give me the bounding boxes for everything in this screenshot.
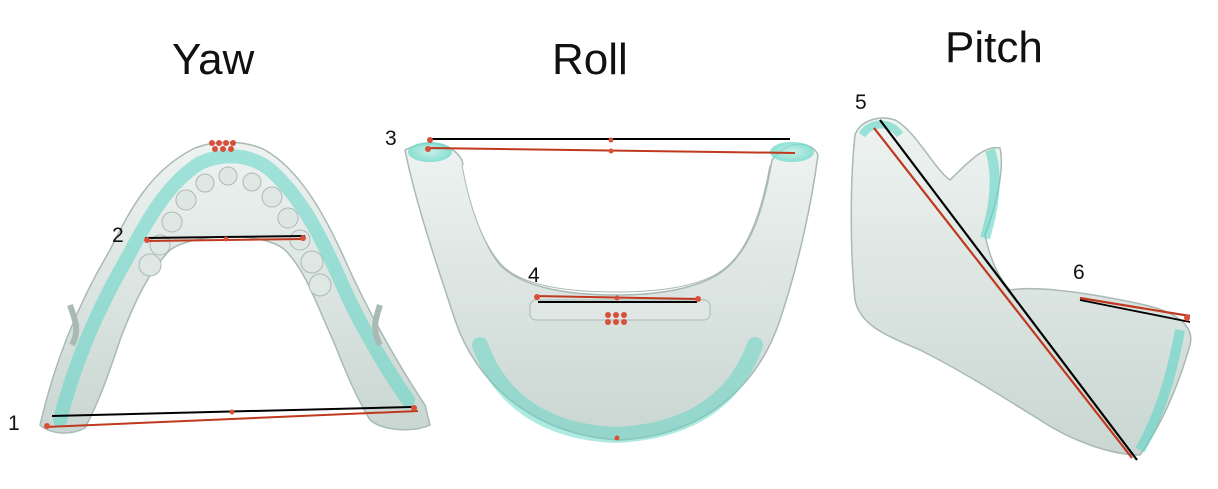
marker-4: 4 <box>528 265 540 286</box>
marker-3: 3 <box>385 128 397 149</box>
roll-mandible <box>405 137 818 441</box>
marker-5: 5 <box>855 92 867 113</box>
pitch-mandible <box>851 118 1191 460</box>
yaw-mandible <box>40 140 430 433</box>
marker-2: 2 <box>112 225 124 246</box>
marker-1: 1 <box>8 413 20 434</box>
marker-6: 6 <box>1073 262 1085 283</box>
